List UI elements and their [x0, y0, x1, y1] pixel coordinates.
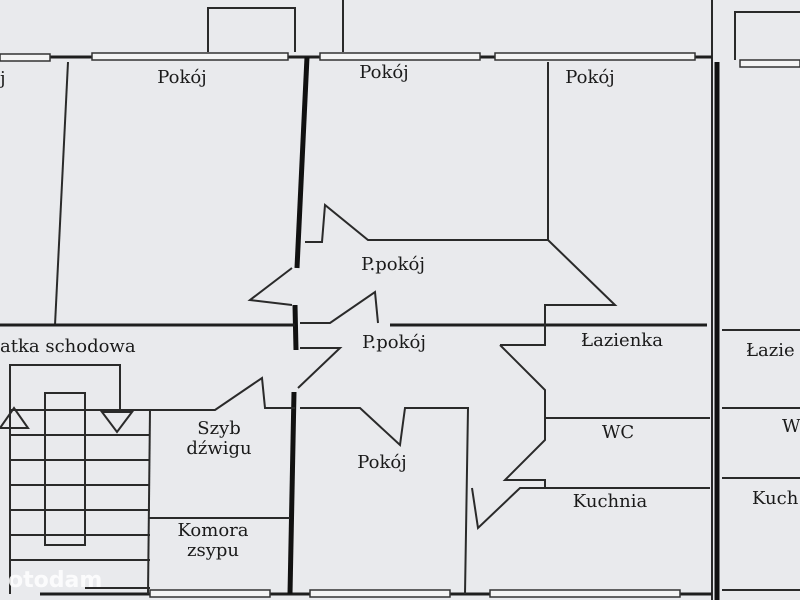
room-label-dzwigu: dźwigu: [186, 438, 251, 459]
room-label-lazienka: Łazienka: [581, 330, 663, 351]
stair-arrow-down-icon: [100, 411, 134, 434]
staircase: [0, 364, 150, 594]
room-label-p-pokoj-lower: P.pokój: [362, 332, 426, 353]
room-label-klatka-schodowa: atka schodowa: [0, 336, 136, 357]
room-label-lazienka-right-cut: Łazie: [746, 340, 795, 361]
room-label-pokoj-bottom: Pokój: [357, 452, 407, 473]
top-protrusion: [207, 0, 344, 52]
room-label-komora: Komora: [177, 520, 248, 541]
watermark-logo: otodam: [8, 568, 102, 593]
room-label-p-pokoj-upper: P.pokój: [361, 254, 425, 275]
room-labels: j Pokój Pokój Pokój P.pokój atka schodow…: [0, 62, 800, 561]
right-block-outline: [711, 0, 800, 600]
room-label-kuchnia: Kuchnia: [573, 491, 648, 512]
windows: [0, 52, 800, 598]
room-label-pokoj-top-right: Pokój: [565, 67, 615, 88]
room-label-pokoj-top-mid: Pokój: [359, 62, 409, 83]
room-label-pokoj-top-left: Pokój: [157, 67, 207, 88]
interior-walls: [0, 56, 710, 595]
room-label-left-cut: j: [0, 68, 6, 89]
room-label-wc-right-cut: W: [782, 416, 800, 437]
room-label-zsypu: zsypu: [187, 540, 239, 561]
stair-arrow-up-icon: [0, 406, 30, 429]
room-label-wc: WC: [602, 422, 634, 443]
room-label-kuchnia-right-cut: Kuch: [752, 488, 799, 509]
room-label-szyb: Szyb: [197, 418, 241, 439]
